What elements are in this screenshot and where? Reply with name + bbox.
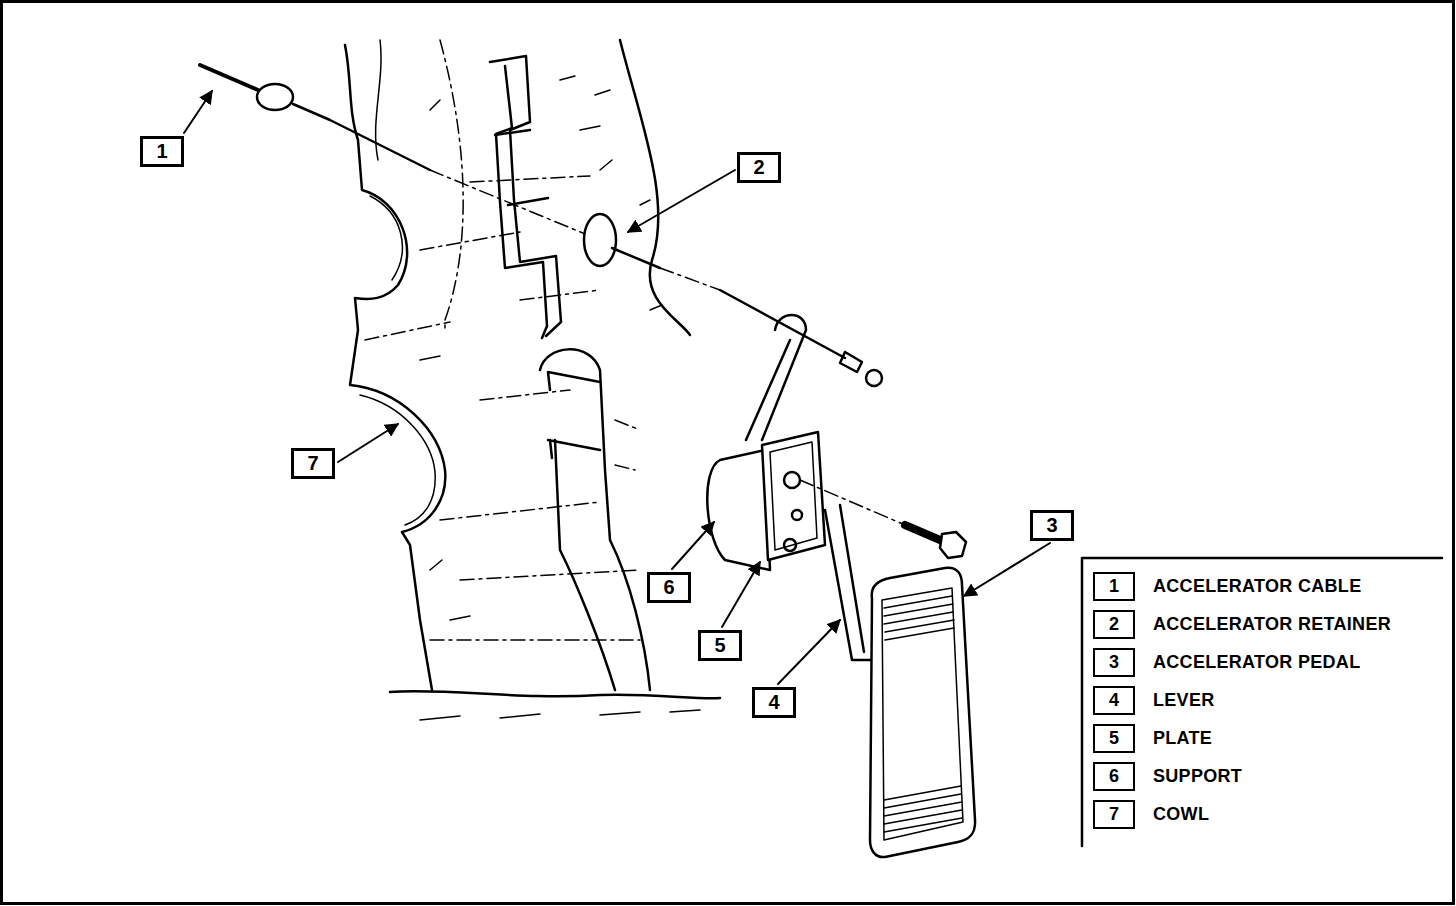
legend-name: ACCELERATOR RETAINER bbox=[1153, 610, 1391, 639]
lever bbox=[825, 510, 872, 660]
accelerator-cable bbox=[660, 268, 720, 290]
cowl-outline bbox=[345, 45, 445, 690]
accelerator-cable bbox=[293, 104, 430, 170]
legend-name: SUPPORT bbox=[1153, 762, 1242, 791]
plate-hole bbox=[784, 472, 800, 488]
cable-end bbox=[840, 352, 862, 372]
plate bbox=[770, 442, 817, 550]
plate-hole bbox=[784, 539, 796, 551]
legend-number: 4 bbox=[1093, 686, 1135, 715]
legend-number: 6 bbox=[1093, 762, 1135, 791]
cowl-panel bbox=[440, 40, 463, 330]
plate bbox=[762, 432, 825, 560]
legend-number: 5 bbox=[1093, 724, 1135, 753]
cowl-edge bbox=[360, 395, 435, 525]
callout-box: 3 bbox=[1030, 510, 1074, 541]
callout-box: 2 bbox=[737, 152, 781, 183]
legend-name: COWL bbox=[1153, 800, 1209, 829]
callout-number: 3 bbox=[1046, 514, 1057, 537]
bracket bbox=[548, 372, 600, 458]
cowl-edge bbox=[370, 196, 402, 280]
legend-number: 3 bbox=[1093, 648, 1135, 677]
cable-fitting bbox=[257, 84, 293, 110]
accelerator-cable bbox=[200, 65, 258, 90]
legend-number: 2 bbox=[1093, 610, 1135, 639]
lever bbox=[746, 340, 790, 440]
callout-box: 5 bbox=[698, 630, 742, 661]
lever bbox=[762, 315, 806, 440]
cable-end bbox=[866, 370, 882, 386]
callout-box: 7 bbox=[291, 448, 335, 479]
callout-number: 1 bbox=[156, 140, 167, 163]
pedal-ridges bbox=[884, 596, 962, 832]
callout-number: 7 bbox=[307, 452, 318, 475]
bracket bbox=[555, 440, 615, 690]
accelerator-pedal bbox=[882, 588, 963, 840]
accelerator-pedal bbox=[870, 568, 975, 857]
bolt-head bbox=[940, 532, 966, 558]
lever bbox=[840, 505, 864, 652]
floor-edge bbox=[390, 691, 720, 698]
bracket bbox=[540, 349, 650, 690]
callout-number: 4 bbox=[768, 691, 779, 714]
callout-number: 6 bbox=[663, 576, 674, 599]
floor-edge bbox=[620, 40, 690, 335]
accelerator-retainer bbox=[584, 214, 616, 266]
accelerator-cable bbox=[612, 248, 660, 268]
plate-hole bbox=[792, 510, 802, 520]
callout-number: 5 bbox=[714, 634, 725, 657]
callout-box: 6 bbox=[647, 572, 691, 603]
legend-number: 1 bbox=[1093, 572, 1135, 601]
bracket bbox=[496, 66, 547, 338]
bolt bbox=[905, 525, 940, 540]
legend-name: PLATE bbox=[1153, 724, 1212, 753]
support bbox=[707, 450, 770, 570]
legend-rule bbox=[1082, 558, 1442, 846]
callout-box: 4 bbox=[752, 687, 796, 718]
callout-box: 1 bbox=[140, 136, 184, 167]
legend-name: ACCELERATOR PEDAL bbox=[1153, 648, 1360, 677]
accelerator-cable bbox=[720, 290, 845, 358]
legend-name: ACCELERATOR CABLE bbox=[1153, 572, 1361, 601]
legend-name: LEVER bbox=[1153, 686, 1215, 715]
leader-line bbox=[184, 91, 1050, 684]
floor-texture bbox=[420, 76, 700, 720]
callout-number: 2 bbox=[753, 156, 764, 179]
bracket bbox=[495, 130, 548, 205]
bolt bbox=[800, 480, 905, 525]
legend-number: 7 bbox=[1093, 800, 1135, 829]
accelerator-cable bbox=[430, 170, 590, 236]
